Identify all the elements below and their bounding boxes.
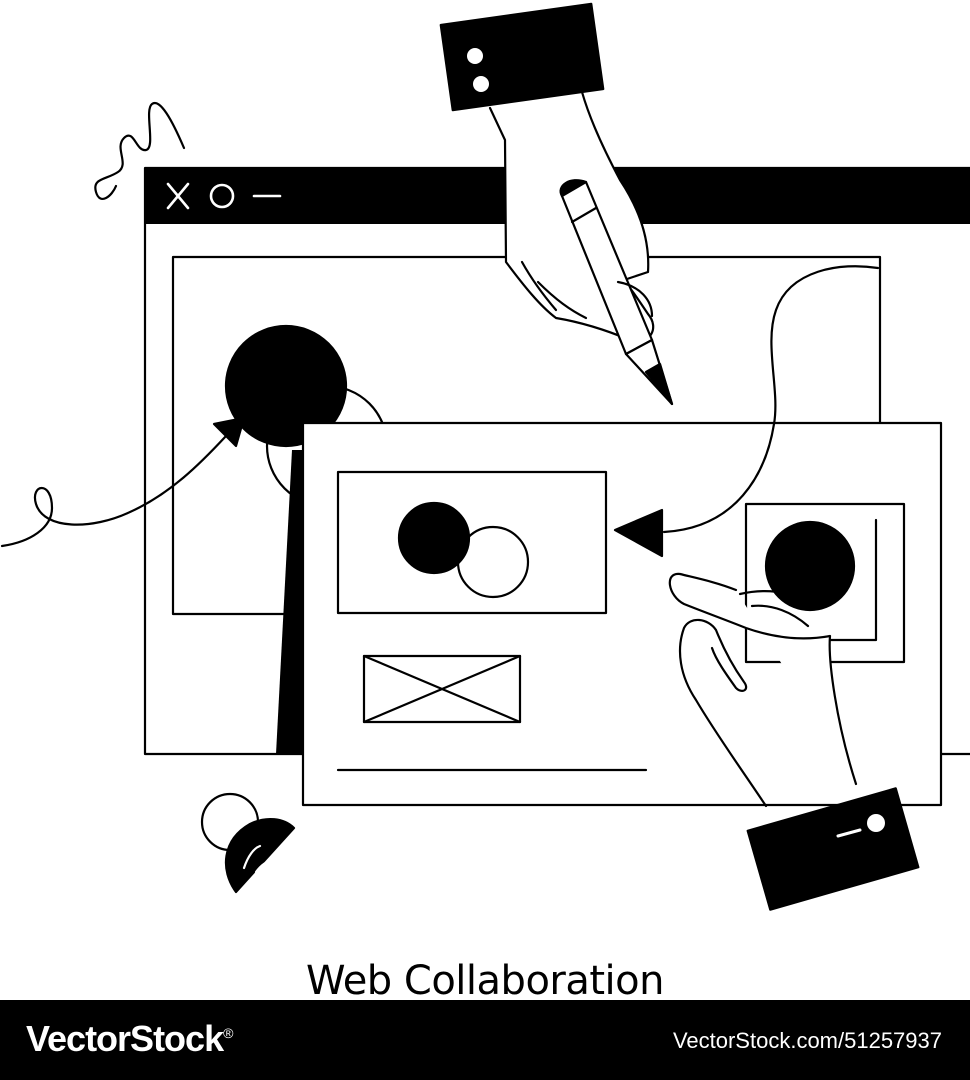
bottom-sleeve-cuff	[746, 787, 920, 911]
image-placeholder-icon	[362, 654, 522, 724]
top-hand-with-pencil	[439, 2, 674, 406]
filled-circle-front	[397, 501, 471, 575]
bottom-hand	[668, 572, 858, 808]
image-placeholder-panel	[336, 470, 608, 615]
maximize-icon[interactable]	[209, 183, 235, 209]
caption-title: Web Collaboration	[305, 958, 665, 1004]
leaf-ornament	[200, 792, 296, 894]
filled-circle-thumbnail	[764, 520, 856, 612]
bottom-hand-pointing	[668, 572, 920, 911]
arrowhead-right	[613, 508, 664, 558]
curved-arrow-left	[0, 434, 228, 548]
curved-arrow-right	[662, 265, 880, 534]
squiggle-doodle	[94, 101, 186, 200]
shadow-wedge	[276, 450, 310, 754]
filled-circle-back	[224, 324, 348, 448]
pencil-icon	[559, 179, 674, 406]
watermark-footer: VectorStock® VectorStock.com/51257937	[0, 1000, 970, 1080]
brand-name: VectorStock	[26, 1018, 224, 1059]
web-collaboration-illustration	[0, 2, 970, 911]
close-icon[interactable]	[166, 182, 190, 210]
arrowhead-left	[212, 416, 246, 448]
brand-logo: VectorStock®	[26, 1018, 233, 1060]
brand-mark: ®	[223, 1025, 233, 1041]
stock-id-text: VectorStock.com/51257937	[672, 1028, 942, 1053]
